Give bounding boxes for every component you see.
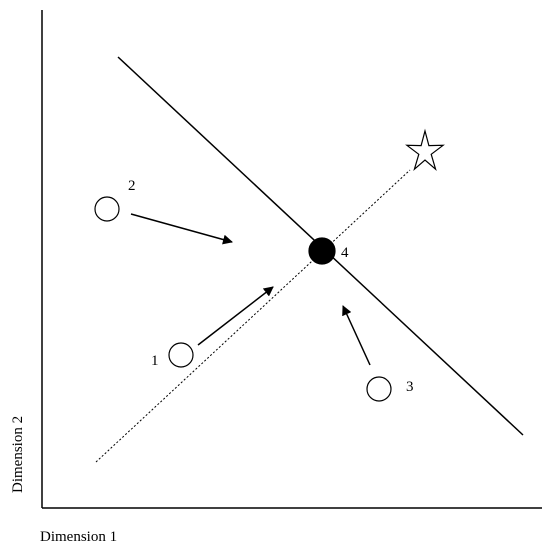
arrow-2 [130,213,233,245]
x-axis-title: Dimension 1 [40,529,117,545]
star-icon [405,128,445,171]
arrow-1 [197,286,274,346]
arrow-3 [342,305,371,366]
point-2-label: 2 [128,178,136,194]
point-2-circle [94,196,120,222]
point-4-circle [308,237,336,265]
y-axis-title: Dimension 2 [10,416,26,493]
trajectory-dotted-line [95,169,411,463]
point-1-label: 1 [151,353,159,369]
point-4-label: 4 [341,245,349,261]
point-3-label: 3 [406,379,414,395]
point-1-circle [168,342,194,368]
point-3-circle [366,376,392,402]
